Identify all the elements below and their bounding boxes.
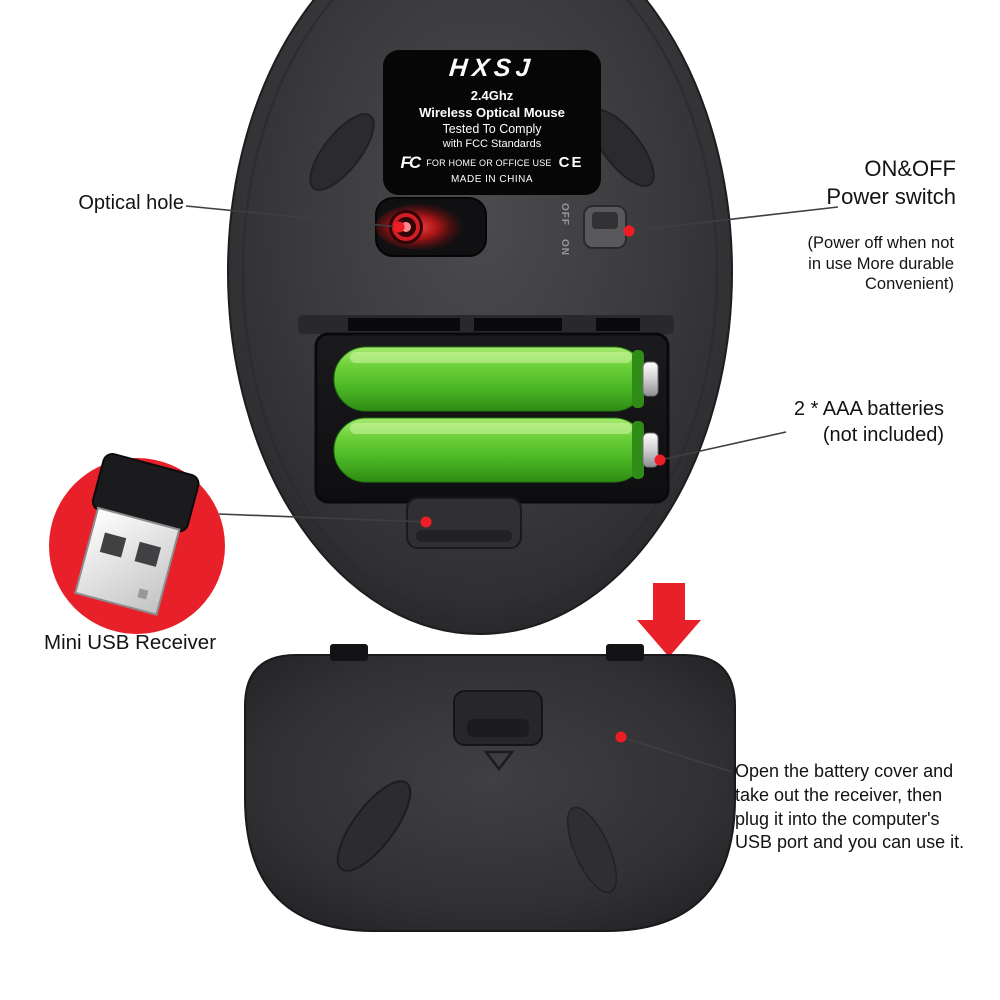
power-switch [583, 205, 627, 249]
usb-receiver [49, 452, 225, 634]
label-product-name: Wireless Optical Mouse [419, 105, 565, 120]
switch-on-text: ON [559, 238, 570, 256]
cover-triangle-mark [483, 750, 515, 772]
usb-receiver-label: Mini USB Receiver [44, 631, 217, 654]
batteries-label: 2 * AAA batteries (not included) [724, 396, 944, 448]
label-certification-row: FC FOR HOME OR OFFICE USE CE [383, 153, 601, 172]
callout-line-power [628, 206, 839, 232]
callout-lines [185, 205, 839, 773]
product-label: HXSJ 2.4Ghz Wireless Optical Mouse Teste… [383, 54, 601, 185]
callout-dot-batteries [654, 454, 666, 466]
optical-hole [375, 197, 487, 257]
callout-dot-power [623, 225, 635, 237]
batteries-label-line2: (not included) [822, 424, 944, 446]
brand-logo: HXSJ [447, 54, 537, 82]
cover-tab-left [330, 644, 368, 661]
battery-bay-top-strip [298, 315, 674, 334]
switch-off-text: OFF [559, 203, 570, 226]
instructions-text: Open the battery cover and take out the … [735, 761, 965, 853]
cover-tab-right [606, 644, 644, 661]
callout-dots [393, 221, 666, 743]
cover-glide-pad-left [336, 780, 412, 872]
callout-line-optical [185, 205, 400, 228]
glide-pad-left [309, 113, 375, 191]
product-label-background [383, 50, 601, 195]
label-made-in: MADE IN CHINA [450, 174, 534, 185]
callout-dot-latch [420, 516, 432, 528]
battery-2 [333, 417, 659, 483]
switch-off-on-marking: OFF ON [559, 203, 570, 256]
ce-mark: CE [558, 154, 584, 171]
cover-glide-pad-right [566, 806, 618, 894]
batteries-label-line1: 2 * AAA batteries [793, 398, 944, 420]
power-switch-note: (Power off when not in use More durable … [807, 234, 954, 294]
power-switch-label-line1: ON&OFF [864, 156, 956, 181]
usb-plug-icon [74, 452, 200, 616]
label-frequency: 2.4Ghz [470, 88, 514, 103]
optical-hole-label: Optical hole [78, 192, 184, 214]
callout-dot-optical [393, 221, 405, 233]
battery-cover [244, 644, 736, 932]
battery-1 [333, 346, 659, 412]
label-usage: FOR HOME OR OFFICE USE [426, 158, 552, 168]
callout-line-usb [218, 513, 427, 523]
callout-line-batteries [659, 431, 787, 461]
mouse-body-rim [241, 0, 719, 621]
label-fcc-standards: with FCC Standards [442, 138, 542, 150]
callout-line-cover [620, 736, 733, 773]
callout-dot-cover [615, 731, 627, 743]
power-switch-label-line2: Power switch [826, 184, 956, 210]
down-arrow-icon [637, 583, 701, 657]
fcc-mark: FC [400, 153, 422, 172]
cover-latch [406, 497, 522, 549]
power-switch-label: ON&OFF Power switch [736, 155, 956, 211]
label-tested: Tested To Comply [442, 122, 542, 136]
